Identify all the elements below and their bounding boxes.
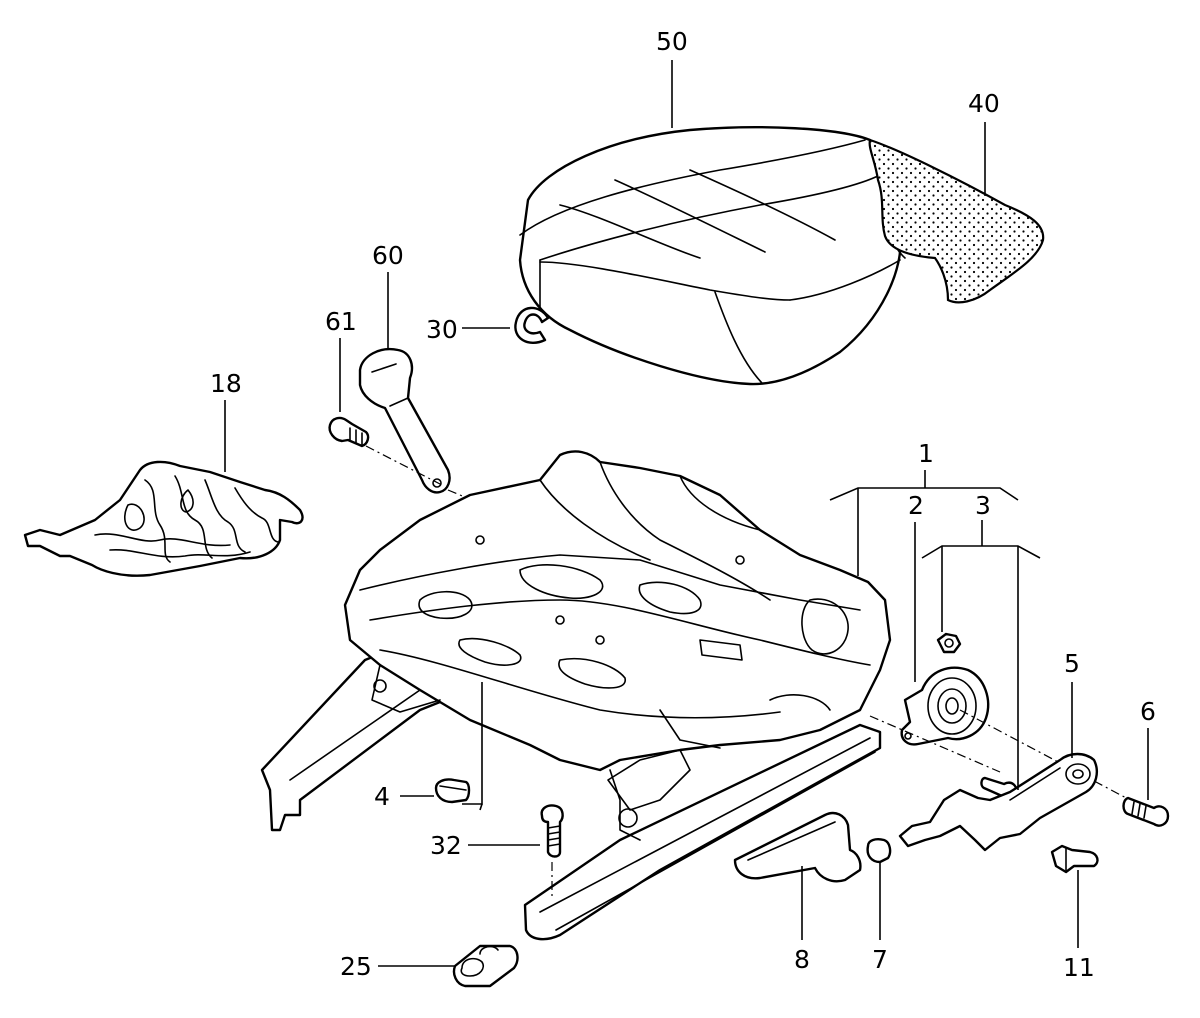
seat-belt-buckle bbox=[358, 347, 451, 494]
callout-11: 11 bbox=[1063, 953, 1095, 982]
callout-50: 50 bbox=[656, 27, 688, 56]
callout-40: 40 bbox=[968, 89, 1000, 118]
bolt-6 bbox=[1122, 796, 1170, 827]
callout-7: 7 bbox=[872, 945, 888, 974]
callout-30: 30 bbox=[426, 315, 458, 344]
clip-25 bbox=[452, 944, 519, 988]
callout-2: 2 bbox=[908, 491, 924, 520]
callout-3: 3 bbox=[975, 491, 991, 520]
callout-4: 4 bbox=[374, 782, 390, 811]
seat-cushion-cover bbox=[518, 126, 906, 386]
nut-3 bbox=[936, 632, 962, 654]
callout-61: 61 bbox=[325, 307, 357, 336]
clip-ring bbox=[514, 306, 550, 345]
callout-25: 25 bbox=[340, 952, 372, 981]
plug-7 bbox=[866, 838, 892, 864]
callout-60: 60 bbox=[372, 241, 404, 270]
seat-insulation-mat bbox=[23, 460, 304, 577]
axis-line bbox=[869, 715, 1001, 773]
recliner-unit-2 bbox=[900, 666, 990, 746]
callout-8: 8 bbox=[794, 945, 810, 974]
leader-lines bbox=[224, 60, 1149, 967]
bolt-61 bbox=[328, 416, 370, 448]
axis-line bbox=[959, 709, 1131, 801]
callout-18: 18 bbox=[210, 369, 242, 398]
callout-6: 6 bbox=[1140, 697, 1156, 726]
callout-32: 32 bbox=[430, 831, 462, 860]
trim-cover-8 bbox=[733, 811, 862, 883]
axis-line bbox=[365, 445, 441, 485]
lever-5 bbox=[898, 752, 1098, 852]
cap-4 bbox=[434, 778, 471, 804]
screw-32 bbox=[540, 804, 564, 858]
pin-11 bbox=[1050, 844, 1099, 874]
callout-5: 5 bbox=[1064, 649, 1080, 678]
seat-cushion-pad bbox=[868, 138, 1045, 304]
callout-1: 1 bbox=[918, 439, 934, 468]
